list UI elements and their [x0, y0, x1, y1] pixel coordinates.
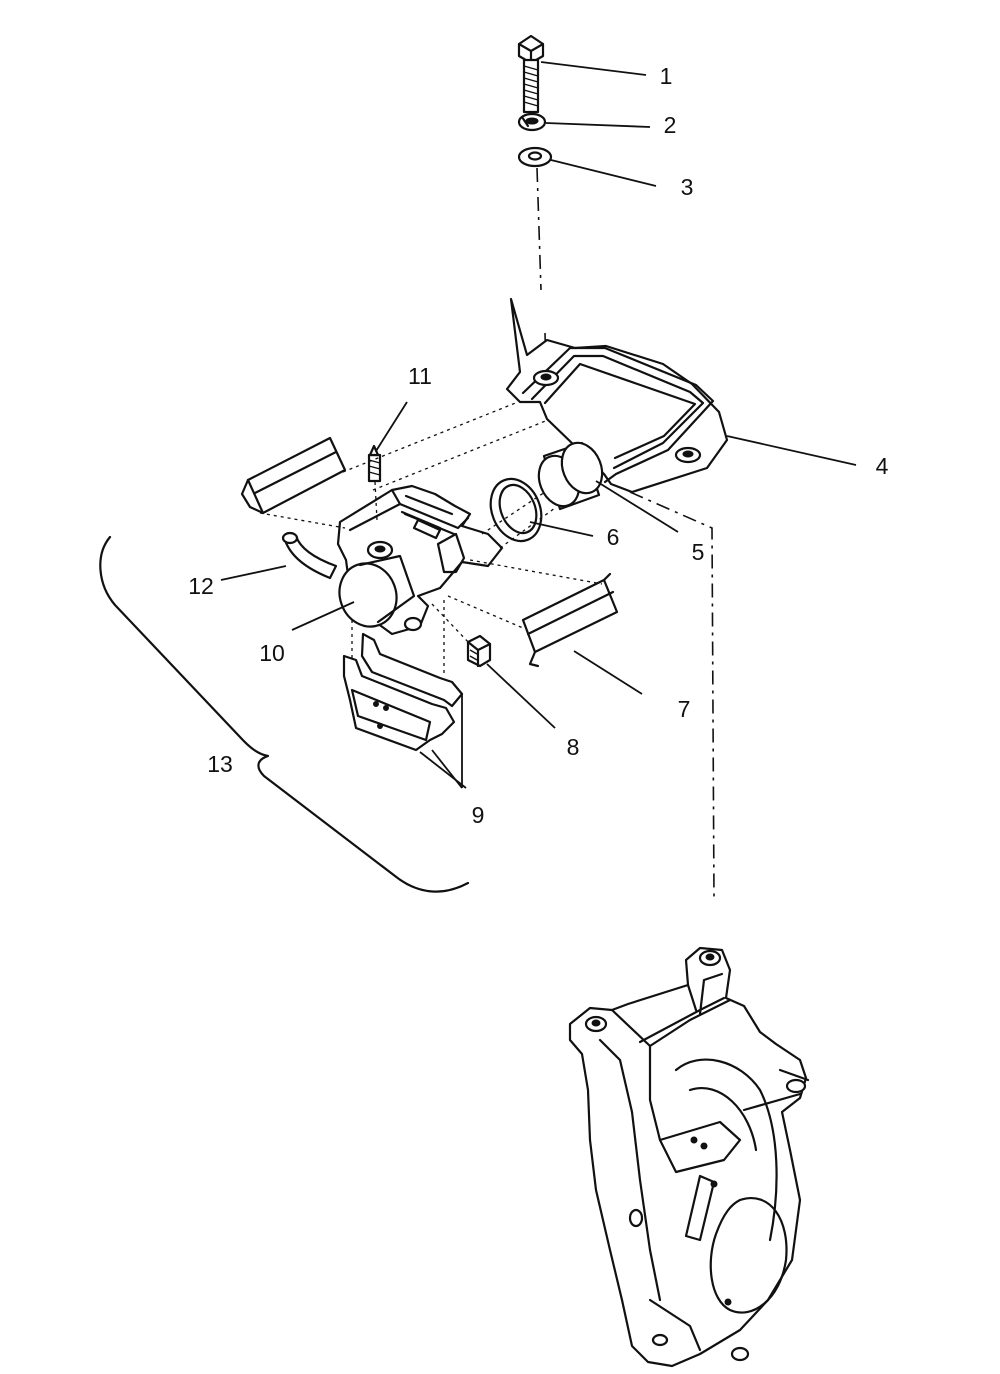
assembly-centerline	[629, 491, 715, 901]
caliper-cylinder	[338, 554, 416, 628]
mounting-bracket	[505, 297, 729, 494]
callout-4: 4	[876, 453, 889, 479]
shim-plate-right	[521, 572, 619, 668]
brake-pad-front	[342, 654, 456, 752]
callout-9: 9	[472, 802, 485, 828]
leader-lines	[220, 61, 857, 789]
callout-10: 10	[259, 640, 285, 666]
bleeder-screw	[367, 444, 382, 483]
callout-5: 5	[692, 539, 705, 565]
piston-seal	[489, 477, 543, 543]
callout-8: 8	[567, 734, 580, 760]
callout-2: 2	[664, 112, 677, 138]
callout-7: 7	[678, 696, 691, 722]
piston	[537, 441, 604, 511]
bolt	[517, 34, 545, 114]
assembly-guide-lines	[259, 401, 603, 676]
bolt-centerline	[536, 167, 542, 291]
lock-washer	[517, 112, 547, 132]
flat-washer	[517, 146, 553, 168]
callout-labels: 1 2 3 4 5 6 7 8 9 10 11 12 13	[188, 63, 888, 828]
callout-3: 3	[681, 174, 694, 200]
callout-11: 11	[408, 363, 432, 389]
group-bracket	[99, 535, 470, 893]
callout-12: 12	[188, 573, 214, 599]
brake-line	[281, 531, 338, 580]
callout-13: 13	[207, 751, 233, 777]
shim-plate-left	[240, 436, 347, 515]
adjuster-nut	[466, 634, 492, 668]
callout-1: 1	[660, 63, 673, 89]
callout-6: 6	[607, 524, 620, 550]
drive-housing	[568, 946, 810, 1368]
